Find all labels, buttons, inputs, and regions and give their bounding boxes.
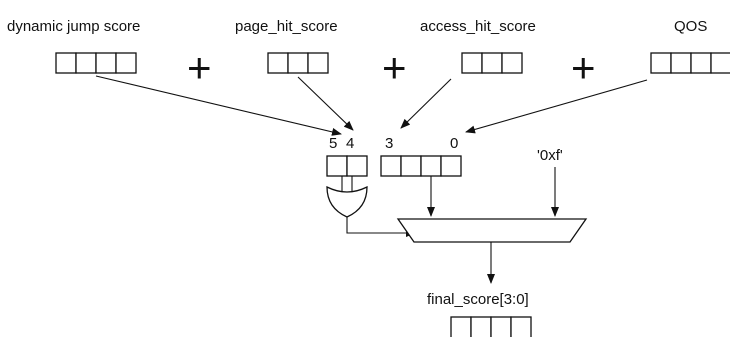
register-final-score xyxy=(450,316,532,337)
register-dynamic-jump-score xyxy=(55,52,137,74)
label-dynamic-jump-score: dynamic jump score xyxy=(7,18,140,35)
wire-or-to-mux xyxy=(346,217,416,237)
arrow-page-hit-to-bit4 xyxy=(297,76,354,131)
plus-operator-1: + xyxy=(187,44,212,91)
arrow-access-hit-to-bit3 xyxy=(400,78,452,129)
register-page-hit-score xyxy=(267,52,329,74)
label-qos: QOS xyxy=(674,18,707,35)
bit-index-4: 4 xyxy=(346,135,354,152)
plus-operator-2: + xyxy=(382,44,407,91)
arrow-qos-to-bit0 xyxy=(465,79,648,134)
constant-0xf-label: '0xf' xyxy=(537,147,563,164)
register-access-hit-score xyxy=(461,52,523,74)
bit-index-5: 5 xyxy=(329,135,337,152)
register-lower-bits xyxy=(380,155,462,177)
label-final-score: final_score[3:0] xyxy=(427,291,529,308)
bit-index-3: 3 xyxy=(385,135,393,152)
label-access-hit-score: access_hit_score xyxy=(420,18,536,35)
or-gate-icon xyxy=(326,185,368,218)
bit-index-0: 0 xyxy=(450,135,458,152)
register-upper-bits xyxy=(326,155,368,177)
arrow-dynamic-to-bit5 xyxy=(95,75,342,136)
multiplexer-icon xyxy=(396,218,588,243)
label-page-hit-score: page_hit_score xyxy=(235,18,338,35)
register-qos xyxy=(650,52,730,74)
plus-operator-3: + xyxy=(571,44,596,91)
